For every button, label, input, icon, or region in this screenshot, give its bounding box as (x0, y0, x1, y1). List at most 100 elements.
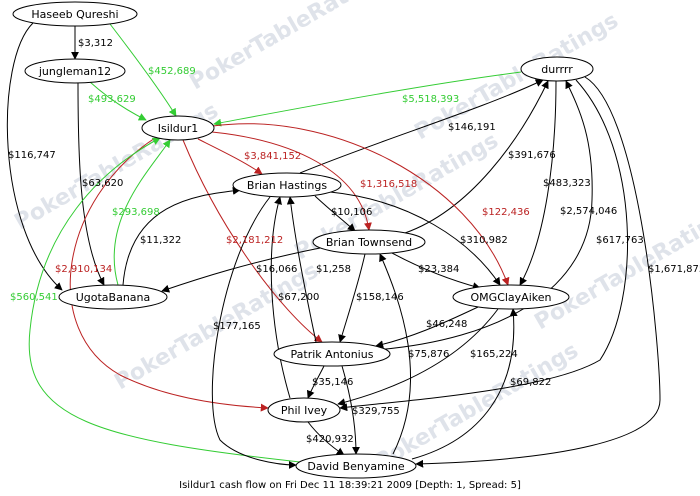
node-ellipse (141, 115, 215, 141)
node-haseeb[interactable]: Haseeb Qureshi (12, 1, 138, 27)
edge-jungleman-to-ugota (77, 82, 105, 286)
edge-label: $67,200 (278, 292, 319, 303)
edge-label: $63,620 (82, 178, 123, 189)
edge-isildur-to-hastings (197, 138, 263, 175)
edge-label: $122,436 (482, 207, 530, 218)
edge-isildur-to-townsend (211, 131, 372, 231)
node-ellipse (273, 341, 391, 367)
watermark: PokerTableRatings (186, 0, 398, 95)
edge-label: $75,876 (408, 349, 449, 360)
edge-label: $452,689 (148, 66, 196, 77)
edge-label: $116,747 (8, 150, 56, 161)
edge-benyamine-to-townsend (379, 253, 412, 455)
edge-label: $10,106 (331, 207, 372, 218)
edge-isildur-to-ivey (69, 137, 269, 412)
edge-townsend-to-ugota (161, 247, 321, 293)
edge-hastings-to-townsend (314, 195, 356, 232)
node-ellipse (232, 172, 342, 198)
node-ellipse (12, 1, 138, 27)
edge-hastings-to-omg (329, 191, 501, 286)
node-ugota[interactable]: UgotaBanana (58, 284, 168, 310)
edge-durrrr-to-isildur (213, 71, 522, 127)
node-ellipse (295, 453, 417, 479)
edge-antonius-to-durrrr (374, 80, 593, 351)
edge-ivey-to-hastings (270, 196, 291, 399)
edge-label: $23,384 (418, 264, 459, 275)
edge-label: $35,146 (312, 377, 353, 388)
node-label: Brian Hastings (247, 179, 327, 192)
edge-label: $146,191 (448, 122, 496, 133)
node-townsend[interactable]: Brian Townsend (312, 229, 426, 255)
edge-label: $11,322 (140, 235, 181, 246)
edge-layer (6, 22, 661, 469)
edge-label: $329,755 (352, 406, 400, 417)
node-antonius[interactable]: Patrik Antonius (273, 341, 391, 367)
edge-label: $617,763 (596, 235, 644, 246)
node-label: David Benyamine (307, 460, 405, 473)
edge-label: $69,822 (510, 377, 551, 388)
edge-label: $165,224 (470, 349, 518, 360)
node-ellipse (312, 229, 426, 255)
edge-isildur-to-omg (212, 123, 510, 286)
edge-label: $420,932 (306, 434, 354, 445)
edge-ugota-to-hastings (122, 186, 241, 286)
edge-label: $2,910,134 (55, 264, 112, 275)
node-label: durrrr (541, 63, 573, 76)
edge-omg-to-antonius (375, 306, 479, 349)
node-ellipse (520, 56, 594, 82)
edge-label: $1,258 (316, 264, 351, 275)
edge-townsend-to-omg (391, 252, 481, 291)
edge-haseeb-to-isildur (109, 23, 177, 117)
node-ellipse (24, 58, 126, 84)
node-label: UgotaBanana (76, 291, 151, 304)
edge-ivey-to-benyamine (307, 421, 345, 456)
graph-caption: Isildur1 cash flow on Fri Dec 11 18:39:2… (179, 480, 521, 491)
edge-label: $293,698 (112, 207, 160, 218)
edge-durrrr-to-omg (519, 80, 557, 286)
edge-label: $5,518,393 (402, 94, 459, 105)
edge-jungleman-to-isildur (89, 81, 147, 121)
node-omg[interactable]: OMGClayAiken (452, 284, 570, 310)
node-ellipse (267, 397, 341, 423)
edge-durrrr-to-benyamine (415, 76, 661, 468)
edge-label: $1,671,875 (648, 264, 700, 275)
edge-omg-to-ivey (337, 308, 499, 407)
node-label: OMGClayAiken (471, 291, 552, 304)
node-label: Patrik Antonius (291, 348, 374, 361)
edge-label: $560,541 (10, 292, 58, 303)
node-durrrr[interactable]: durrrr (520, 56, 594, 82)
node-label: Brian Townsend (326, 236, 412, 249)
edge-isildur-to-antonius (182, 139, 323, 343)
node-benyamine[interactable]: David Benyamine (295, 453, 417, 479)
edge-townsend-to-durrrr (404, 80, 549, 234)
edge-label-layer: $3,312$452,689$116,747$493,629$63,620$5,… (8, 38, 700, 445)
edge-benyamine-to-omg (411, 308, 518, 460)
node-hastings[interactable]: Brian Hastings (232, 172, 342, 198)
edge-antonius-to-ivey (306, 365, 325, 399)
edge-hastings-to-durrrr (299, 79, 544, 174)
edge-label: $483,323 (543, 178, 591, 189)
edge-townsend-to-antonius (338, 253, 366, 343)
edge-label: $1,316,518 (360, 179, 417, 190)
edge-antonius-to-benyamine (341, 365, 360, 455)
edge-label: $177,165 (213, 321, 261, 332)
watermark: PokerTableRatings (411, 8, 623, 145)
edge-label: $391,676 (508, 150, 556, 161)
edge-label: $16,066 (256, 264, 297, 275)
node-ellipse (58, 284, 168, 310)
node-isildur[interactable]: Isildur1 (141, 115, 215, 141)
edge-label: $158,146 (356, 292, 404, 303)
node-label: jungleman12 (38, 65, 111, 78)
edge-label: $493,629 (88, 94, 136, 105)
node-ivey[interactable]: Phil Ivey (267, 397, 341, 423)
edge-label: $2,574,046 (560, 206, 617, 217)
edge-durrrr-to-ivey (339, 79, 629, 412)
edge-antonius-to-hastings (286, 196, 317, 343)
node-jungleman[interactable]: jungleman12 (24, 58, 126, 84)
edge-label: $310,982 (460, 235, 508, 246)
edge-benyamine-to-isildur (28, 137, 301, 463)
edge-haseeb-to-ugota (6, 22, 63, 291)
